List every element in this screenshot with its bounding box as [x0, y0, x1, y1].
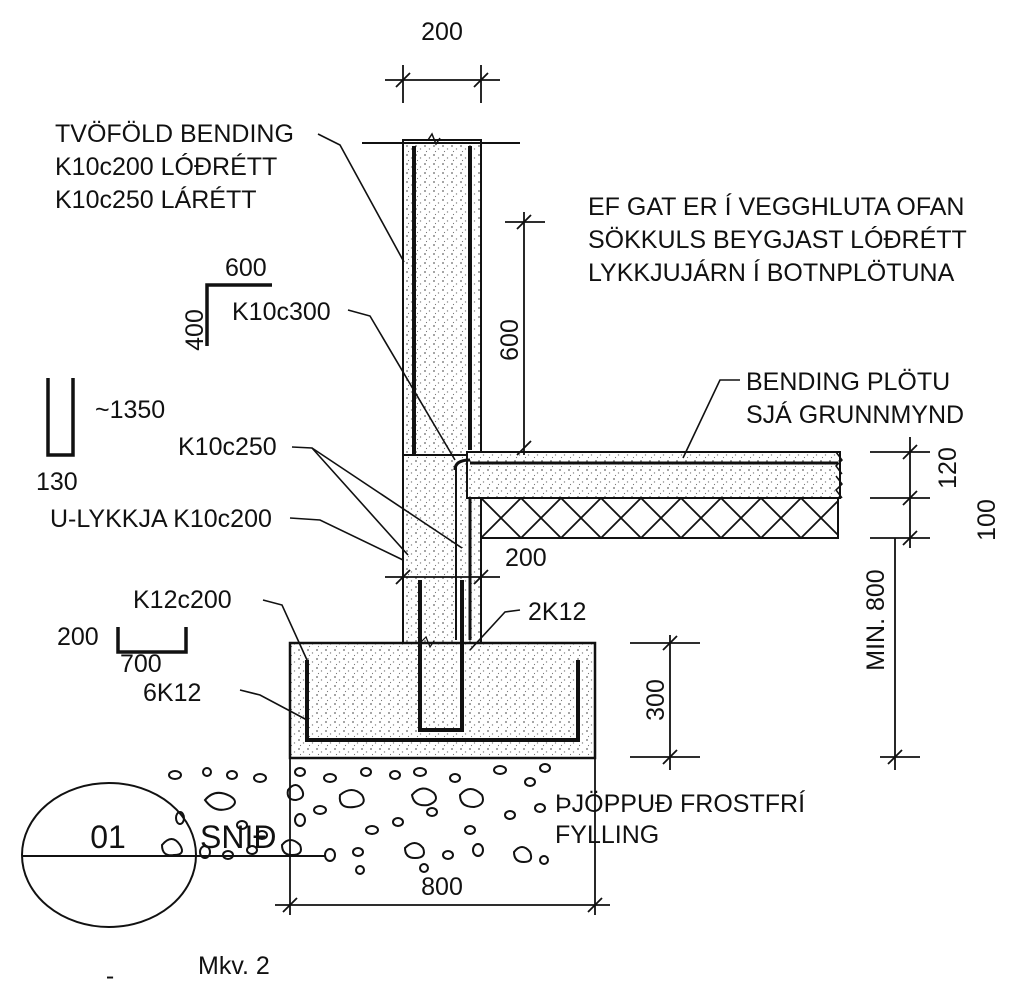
label-6k12: 6K12	[143, 679, 201, 707]
dim-min-depth: MIN. 800	[862, 569, 890, 670]
dim-u-width: 130	[36, 468, 78, 496]
title-sheet: -	[106, 962, 114, 986]
note-line-1: EF GAT ER Í VEGGHLUTA OFAN	[588, 192, 964, 221]
label-slab-reinf-1: BENDING PLÖTU	[746, 368, 950, 396]
dim-u-length: ~1350	[95, 396, 165, 424]
insulation	[480, 497, 839, 539]
gravel-fill	[160, 763, 551, 875]
label-k12c200: K12c200	[133, 586, 232, 614]
dim-wall-width: 200	[421, 18, 463, 46]
title-number: 01	[90, 819, 126, 855]
dimension-lines	[275, 65, 930, 915]
label-fill-2: FYLLING	[555, 821, 659, 849]
label-fill-1: ÞJÖPPUÐ FROSTFRÍ	[555, 789, 805, 818]
label-k10c250: K10c250	[178, 433, 277, 461]
title-scale: Mkv. 2	[198, 952, 270, 980]
dim-footing-800: 800	[421, 873, 463, 901]
dim-slab-120: 120	[934, 447, 962, 489]
dim-upper-600: 600	[496, 319, 524, 361]
dim-opening-200: 200	[505, 544, 547, 572]
floor-slab	[466, 451, 841, 499]
dim-footing-300: 300	[642, 679, 670, 721]
note-line-3: LYKKJUJÁRN Í BOTNPLÖTUNA	[588, 258, 955, 287]
title-block	[21, 782, 325, 928]
dim-stirrup-200: 200	[57, 623, 99, 651]
label-double-reinf-2: K10c200 LÓÐRÉTT	[55, 152, 277, 181]
dim-stirrup-700: 700	[120, 650, 162, 678]
label-2k12: 2K12	[528, 598, 586, 626]
label-double-reinf-3: K10c250 LÁRÉTT	[55, 185, 257, 214]
title-name: SNIÐ	[200, 819, 276, 855]
label-double-reinf-1: TVÖFÖLD BENDING	[55, 120, 294, 148]
label-slab-reinf-2: SJÁ GRUNNMYND	[746, 400, 964, 429]
note-line-2: SÖKKULS BEYGJAST LÓÐRÉTT	[588, 225, 967, 254]
leader-lines	[239, 133, 740, 721]
label-k10c300: K10c300	[232, 298, 331, 326]
label-u-loop: U-LYKKJA K10c200	[50, 505, 272, 533]
dim-bar-400: 400	[181, 309, 209, 351]
dim-insul-100: 100	[973, 499, 1001, 541]
dim-bar-600: 600	[225, 254, 267, 282]
bar-shape-sketches	[46, 283, 272, 654]
